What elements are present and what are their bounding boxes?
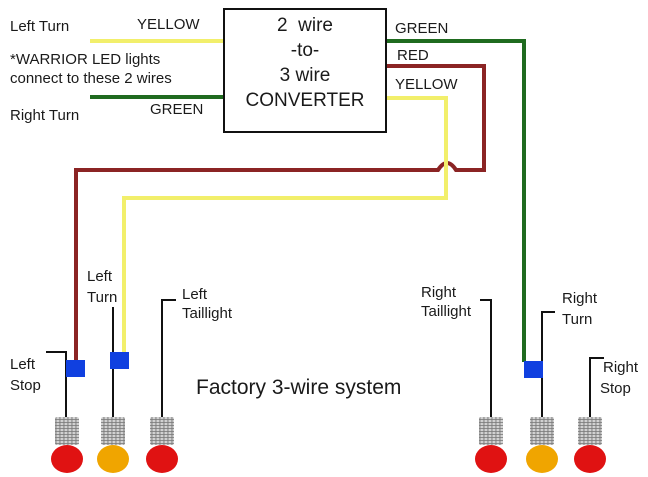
- right-taillight-label-1: Right: [421, 284, 457, 301]
- converter-line-1: 2 wire: [277, 15, 333, 36]
- right-turn-lamp-label-2: Turn: [562, 311, 592, 328]
- right-turn-connector: [524, 361, 543, 378]
- left-turn-label: Left Turn: [10, 18, 69, 35]
- converter-line-3: 3 wire: [280, 65, 331, 86]
- red-output-label: RED: [397, 47, 429, 64]
- green-input-label: GREEN: [150, 101, 203, 118]
- right-turn-bulb: [526, 417, 558, 473]
- green-output-wire: [386, 39, 526, 362]
- left-taillight-label-2: Taillight: [182, 305, 233, 322]
- left-turn-bulb: [97, 417, 129, 473]
- left-taillight-lead: [161, 299, 176, 418]
- right-stop-label-1: Right: [603, 359, 639, 376]
- right-stop-lead: [589, 357, 604, 418]
- right-stop-label-2: Stop: [600, 380, 631, 397]
- left-taillight-bulb: [146, 417, 178, 473]
- green-output-label: GREEN: [395, 20, 448, 37]
- left-turn-lamp-label-1: Left: [87, 268, 113, 285]
- left-stop-connector: [66, 360, 85, 377]
- warrior-note-line-2: connect to these 2 wires: [10, 70, 172, 87]
- left-turn-lamp-label-2: Turn: [87, 289, 117, 306]
- factory-system-title: Factory 3-wire system: [196, 376, 401, 399]
- yellow-output-wire: [122, 96, 448, 358]
- left-turn-connector: [110, 352, 129, 369]
- right-turn-label: Right Turn: [10, 107, 79, 124]
- right-taillight-lead: [480, 299, 492, 418]
- left-stop-bulb: [51, 417, 83, 473]
- right-turn-lead: [541, 311, 555, 418]
- yellow-output-label: YELLOW: [395, 76, 458, 93]
- right-taillight-bulb: [475, 417, 507, 473]
- left-stop-lead: [46, 351, 67, 418]
- right-taillight-label-2: Taillight: [421, 303, 472, 320]
- right-turn-lamp-label-1: Right: [562, 290, 598, 307]
- red-output-wire: [74, 64, 486, 362]
- yellow-input-label: YELLOW: [137, 16, 200, 33]
- converter-line-2: -to-: [291, 40, 320, 61]
- converter-line-4: CONVERTER: [246, 90, 365, 111]
- converter-box: [223, 8, 387, 133]
- left-stop-label-1: Left: [10, 356, 36, 373]
- left-taillight-label-1: Left: [182, 286, 208, 303]
- warrior-note-line-1: *WARRIOR LED lights: [10, 51, 160, 68]
- right-stop-bulb: [574, 417, 606, 473]
- left-stop-label-2: Stop: [10, 377, 41, 394]
